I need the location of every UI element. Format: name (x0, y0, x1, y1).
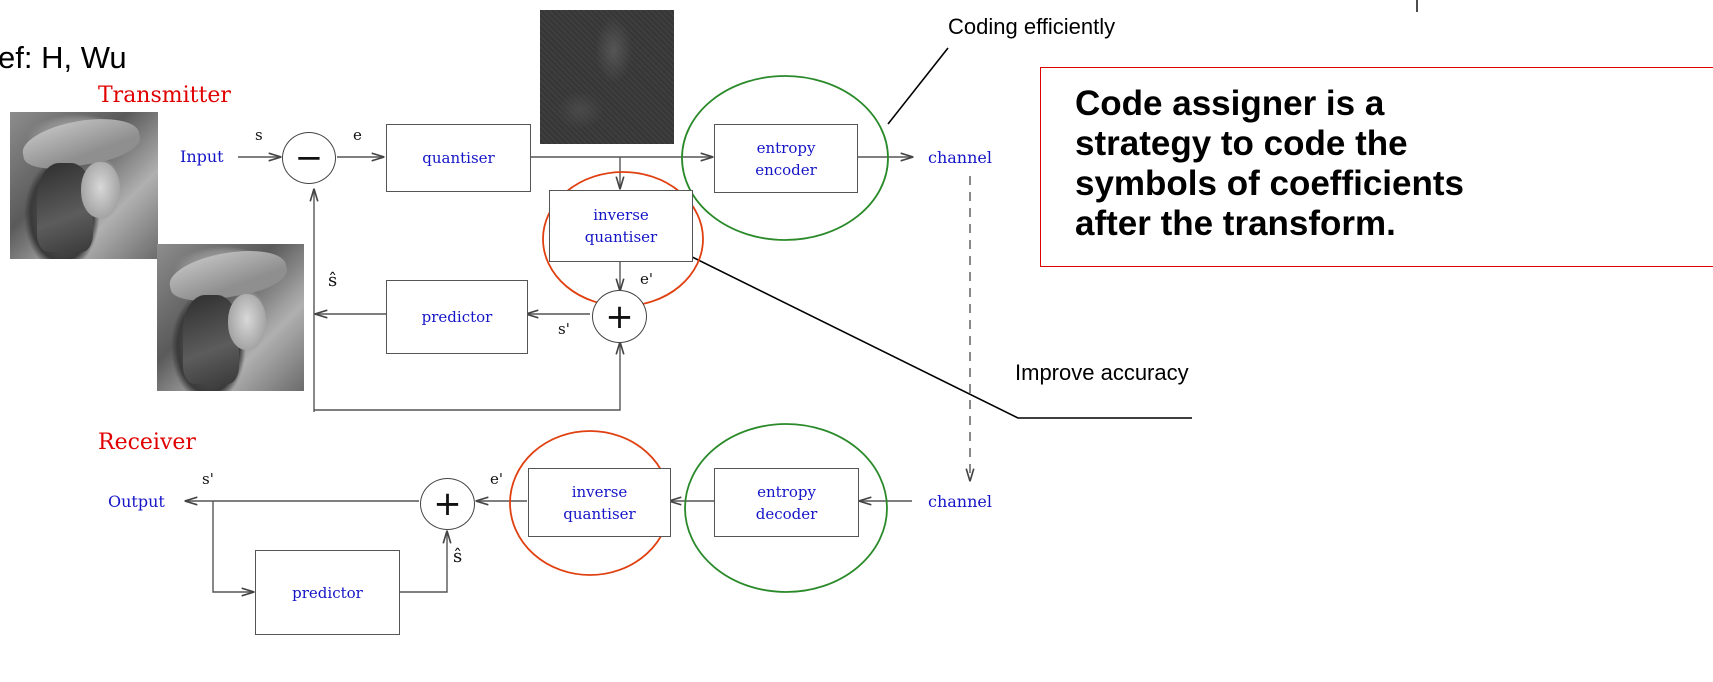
var-e-prime-tx: e' (640, 270, 654, 288)
line-predictor-to-add (400, 532, 447, 593)
inverse-quantiser-box-rx: inverse quantiser (528, 468, 671, 537)
input-label: Input (180, 147, 224, 166)
reference-text: ef: H, Wu (0, 40, 127, 75)
var-s: s (255, 126, 263, 144)
callout-line-3: symbols of coefficients (1075, 164, 1464, 203)
callout-line-2: strategy to code the (1075, 124, 1408, 163)
channel-label-tx: channel (928, 148, 992, 167)
var-s-hat-tx: ŝ (328, 270, 338, 291)
var-s-prime-rx: s' (202, 470, 214, 488)
callout-line-1: Code assigner is a (1075, 84, 1385, 123)
invq-tx-line1: inverse (593, 206, 649, 224)
decoder-label-line1: entropy (757, 482, 816, 501)
transmitter-title: Transmitter (98, 83, 231, 108)
invq-rx-line2: quantiser (563, 504, 636, 523)
highlight-circle-encoder (681, 75, 889, 241)
highlight-circle-decoder (684, 423, 888, 593)
entropy-decoder-box: entropy decoder (714, 468, 859, 537)
encoder-label-line2: encoder (755, 160, 817, 179)
predictor-label-tx: predictor (421, 308, 493, 326)
adder-node-tx: + (592, 290, 647, 343)
channel-label-rx: channel (928, 492, 992, 511)
quantiser-box: quantiser (386, 124, 531, 192)
code-assigner-callout: Code assigner is a strategy to code the … (1040, 67, 1713, 267)
var-s-prime-tx: s' (558, 320, 570, 338)
lena-reconstructed-image (157, 244, 304, 391)
inverse-quantiser-box-tx: inverse quantiser (549, 190, 693, 262)
output-label: Output (108, 492, 165, 511)
invq-tx-line2: quantiser (584, 228, 658, 246)
line-to-predictor-rx (212, 501, 253, 592)
invq-rx-line1: inverse (571, 482, 628, 501)
predictor-box-tx: predictor (386, 280, 528, 354)
pointer-improve-accuracy (677, 249, 1192, 419)
predictor-label-rx: predictor (292, 583, 363, 602)
encoder-label-line1: entropy (756, 138, 816, 157)
var-s-hat-rx: ŝ (453, 546, 463, 567)
decoder-label-line2: decoder (755, 504, 818, 523)
adder-node-rx: + (420, 478, 475, 530)
quantiser-label: quantiser (422, 149, 495, 167)
coding-efficiently-annotation: Coding efficiently (948, 14, 1116, 39)
error-image (540, 10, 674, 144)
lena-input-image (10, 112, 158, 259)
improve-accuracy-annotation: Improve accuracy (1015, 360, 1189, 385)
predictor-box-rx: predictor (255, 550, 400, 635)
callout-line-4: after the transform. (1075, 204, 1396, 243)
pointer-coding-efficiently (887, 47, 949, 125)
var-e-prime-rx: e' (490, 470, 504, 488)
line-loop-bottom (314, 343, 620, 411)
entropy-encoder-box: entropy encoder (714, 124, 858, 193)
receiver-title: Receiver (98, 430, 196, 455)
var-e: e (353, 126, 362, 144)
subtractor-node: − (282, 132, 336, 184)
